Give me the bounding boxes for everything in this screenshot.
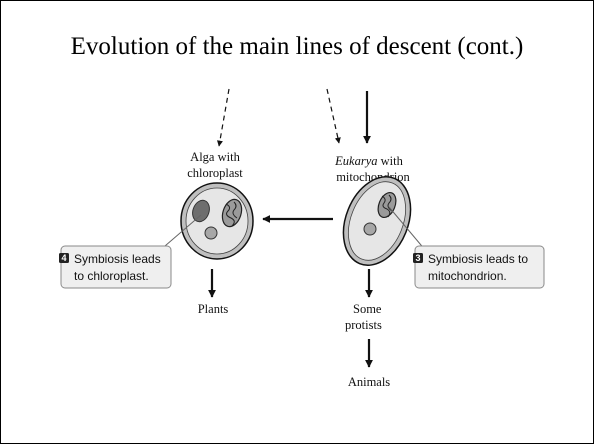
callout-chloroplast-line1: Symbiosis leads — [74, 252, 161, 266]
nucleus-icon — [205, 227, 217, 239]
callout-chloroplast: 4 Symbiosis leads to chloroplast. — [59, 246, 171, 288]
callout-mitochondrion-line1: Symbiosis leads to — [428, 252, 528, 266]
step-number-3: 3 — [415, 253, 420, 263]
eukarya-label-line1: Eukarya with — [334, 154, 403, 168]
callout-mitochondrion-line2: mitochondrion. — [428, 269, 507, 283]
some-protists-line1: Some — [353, 302, 382, 316]
alga-label-line2: chloroplast — [187, 166, 243, 180]
animals-label: Animals — [348, 375, 390, 389]
callout-mitochondrion: 3 Symbiosis leads to mitochondrion. — [413, 246, 544, 288]
alga-cell — [181, 183, 253, 259]
step-number-4: 4 — [61, 253, 66, 263]
alga-label-line1: Alga with — [190, 150, 240, 164]
plants-label: Plants — [198, 302, 229, 316]
callout-chloroplast-line2: to chloroplast. — [74, 269, 149, 283]
some-protists-line2: protists — [345, 318, 382, 332]
eukarya-italic: Eukarya — [334, 154, 377, 168]
nucleus-icon — [364, 223, 376, 235]
dashed-lineage-arrow-to-alga — [219, 89, 229, 146]
dashed-lineage-arrow-to-eukarya — [327, 89, 339, 143]
eukarya-with: with — [378, 154, 404, 168]
